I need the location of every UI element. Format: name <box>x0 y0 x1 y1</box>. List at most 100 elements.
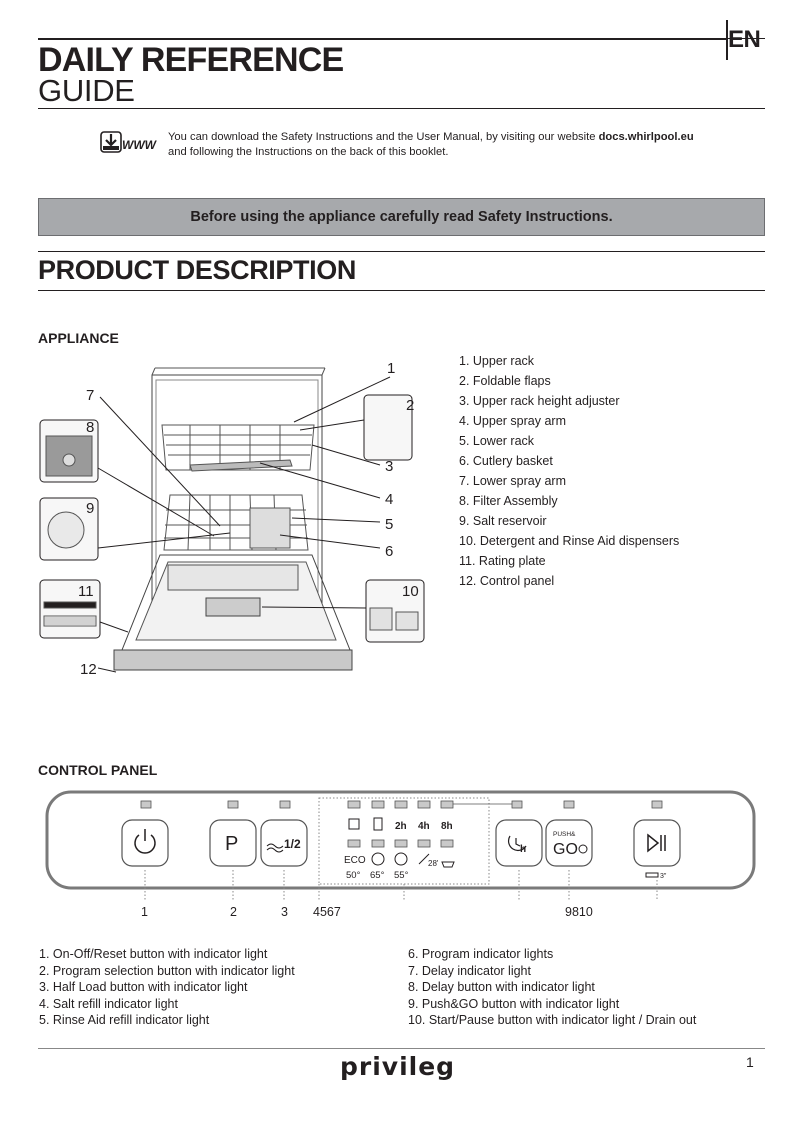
list-item: 8. Filter Assembly <box>459 494 558 508</box>
list-item: 2. Program selection button with indicat… <box>39 963 295 978</box>
delay-button[interactable] <box>495 819 543 867</box>
section-title: PRODUCT DESCRIPTION <box>38 255 356 285</box>
callout-5: 5 <box>385 516 393 533</box>
header-rule-bottom <box>38 108 765 109</box>
list-item: 7. Delay indicator light <box>408 963 531 978</box>
pushgo-indicator-light <box>563 800 575 809</box>
callout-4: 4 <box>385 491 393 508</box>
panel-number-3: 3 <box>281 905 288 919</box>
language-code: EN <box>728 26 761 53</box>
delay-indicator-light <box>511 800 523 809</box>
list-item: 9. Push&GO button with indicator light <box>408 996 620 1011</box>
eco-label: ECO <box>344 855 366 866</box>
callout-10: 10 <box>402 583 419 600</box>
panel-number-9810: 9810 <box>565 905 593 919</box>
list-item: 5. Rinse Aid refill indicator light <box>39 1013 210 1027</box>
download-line1: You can download the Safety Instructions… <box>168 131 599 143</box>
guide-subtitle: GUIDE <box>38 73 135 108</box>
rinseaid-icon <box>373 817 383 831</box>
temp-50-label: 50° <box>346 870 361 881</box>
panel-descriptions-right: 6. Program indicator lights 7. Delay ind… <box>408 946 696 1029</box>
footer-rule <box>38 1048 765 1049</box>
halfload-label: 1/2 <box>284 837 301 851</box>
halfload-button[interactable] <box>260 819 308 867</box>
eco-indicator-light <box>347 839 361 848</box>
guide-title: DAILY REFERENCE <box>38 41 344 79</box>
pushgo-button[interactable] <box>545 819 593 867</box>
pushgo-small-label: PUSH& <box>553 831 576 838</box>
panel-number-4567: 4567 <box>313 905 341 919</box>
power-icon <box>134 829 156 854</box>
program-indicator-light <box>227 800 239 809</box>
callout-1: 1 <box>387 360 395 377</box>
salt-indicator-light <box>347 800 361 809</box>
delay8h-indicator-light <box>440 800 454 809</box>
drain-icon <box>645 872 659 878</box>
callout-8: 8 <box>86 419 94 436</box>
halfload-icon <box>266 843 284 853</box>
rapid-indicator-light <box>417 839 431 848</box>
rapid-icon <box>418 853 430 865</box>
program-button[interactable] <box>209 819 257 867</box>
prewash-icon <box>441 861 455 868</box>
list-item: 4. Salt refill indicator light <box>39 996 178 1011</box>
website-link[interactable]: docs.whirlpool.eu <box>598 131 694 143</box>
appliance-title: APPLIANCE <box>38 330 119 346</box>
program-label: P <box>225 833 238 855</box>
header-rule-right-ext <box>726 38 765 39</box>
list-item: 3. Upper rack height adjuster <box>459 394 620 408</box>
intensive-indicator-light <box>394 839 408 848</box>
panel-number-1: 1 <box>141 905 148 919</box>
callout-12: 12 <box>80 661 97 678</box>
delay-2h-label: 2h <box>395 821 407 832</box>
list-item: 11. Rating plate <box>459 554 546 568</box>
delay4h-indicator-light <box>417 800 431 809</box>
list-item: 10. Start/Pause button with indicator li… <box>408 1013 697 1027</box>
halfload-indicator-light <box>279 800 291 809</box>
safety-banner: Before using the appliance carefully rea… <box>38 198 765 236</box>
control-panel-diagram: P 1/2 2h 4h 8h ECO 28' 50° 65° 55° h PUS… <box>45 790 756 900</box>
delay-h-label: h <box>520 844 526 855</box>
rapid-temp-label: 28' <box>428 859 439 868</box>
list-item: 10. Detergent and Rinse Aid dispensers <box>459 534 680 548</box>
auto-indicator-light <box>371 839 385 848</box>
list-item: 6. Cutlery basket <box>459 454 553 468</box>
appliance-parts-list: 1. Upper rack 2. Foldable flaps 3. Upper… <box>459 351 679 591</box>
list-item: 9. Salt reservoir <box>459 514 547 528</box>
page-number: 1 <box>746 1054 754 1070</box>
pushgo-play-icon <box>578 844 588 854</box>
appliance-diagram: 1 2 3 4 5 6 7 8 9 10 11 12 <box>39 360 425 678</box>
www-label: WWW <box>122 138 158 152</box>
section-rule-top <box>38 251 765 252</box>
list-item: 6. Program indicator lights <box>408 947 554 961</box>
salt-icon <box>348 818 360 830</box>
onoff-button[interactable] <box>121 819 169 867</box>
list-item: 5. Lower rack <box>459 434 535 448</box>
list-item: 3. Half Load button with indicator light <box>39 980 248 994</box>
temp-55-label: 55° <box>394 870 409 881</box>
download-line2: and following the Instructions on the ba… <box>168 146 449 158</box>
panel-number-2: 2 <box>230 905 237 919</box>
onoff-indicator-light <box>140 800 152 809</box>
list-item: 1. Upper rack <box>459 354 535 368</box>
download-notice: You can download the Safety Instructions… <box>168 130 768 160</box>
list-item: 1. On-Off/Reset button with indicator li… <box>39 947 268 961</box>
auto-icon <box>371 852 385 866</box>
temp-65-label: 65° <box>370 870 385 881</box>
callout-6: 6 <box>385 543 393 560</box>
brand-logo: privileg <box>340 1052 456 1081</box>
callout-9: 9 <box>86 500 94 517</box>
list-item: 7. Lower spray arm <box>459 474 566 488</box>
download-icon: WWW <box>100 131 158 153</box>
prewash-indicator-light <box>440 839 454 848</box>
list-item: 2. Foldable flaps <box>459 374 551 388</box>
start-indicator-light <box>651 800 663 809</box>
intensive-icon <box>394 852 408 866</box>
rinseaid-indicator-light <box>371 800 385 809</box>
callout-3: 3 <box>385 458 393 475</box>
section-rule-bottom <box>38 290 765 291</box>
header-rule-right <box>726 20 728 60</box>
delay-8h-label: 8h <box>441 821 453 832</box>
play-pause-icon <box>647 833 666 853</box>
header-rule-top <box>38 38 726 40</box>
